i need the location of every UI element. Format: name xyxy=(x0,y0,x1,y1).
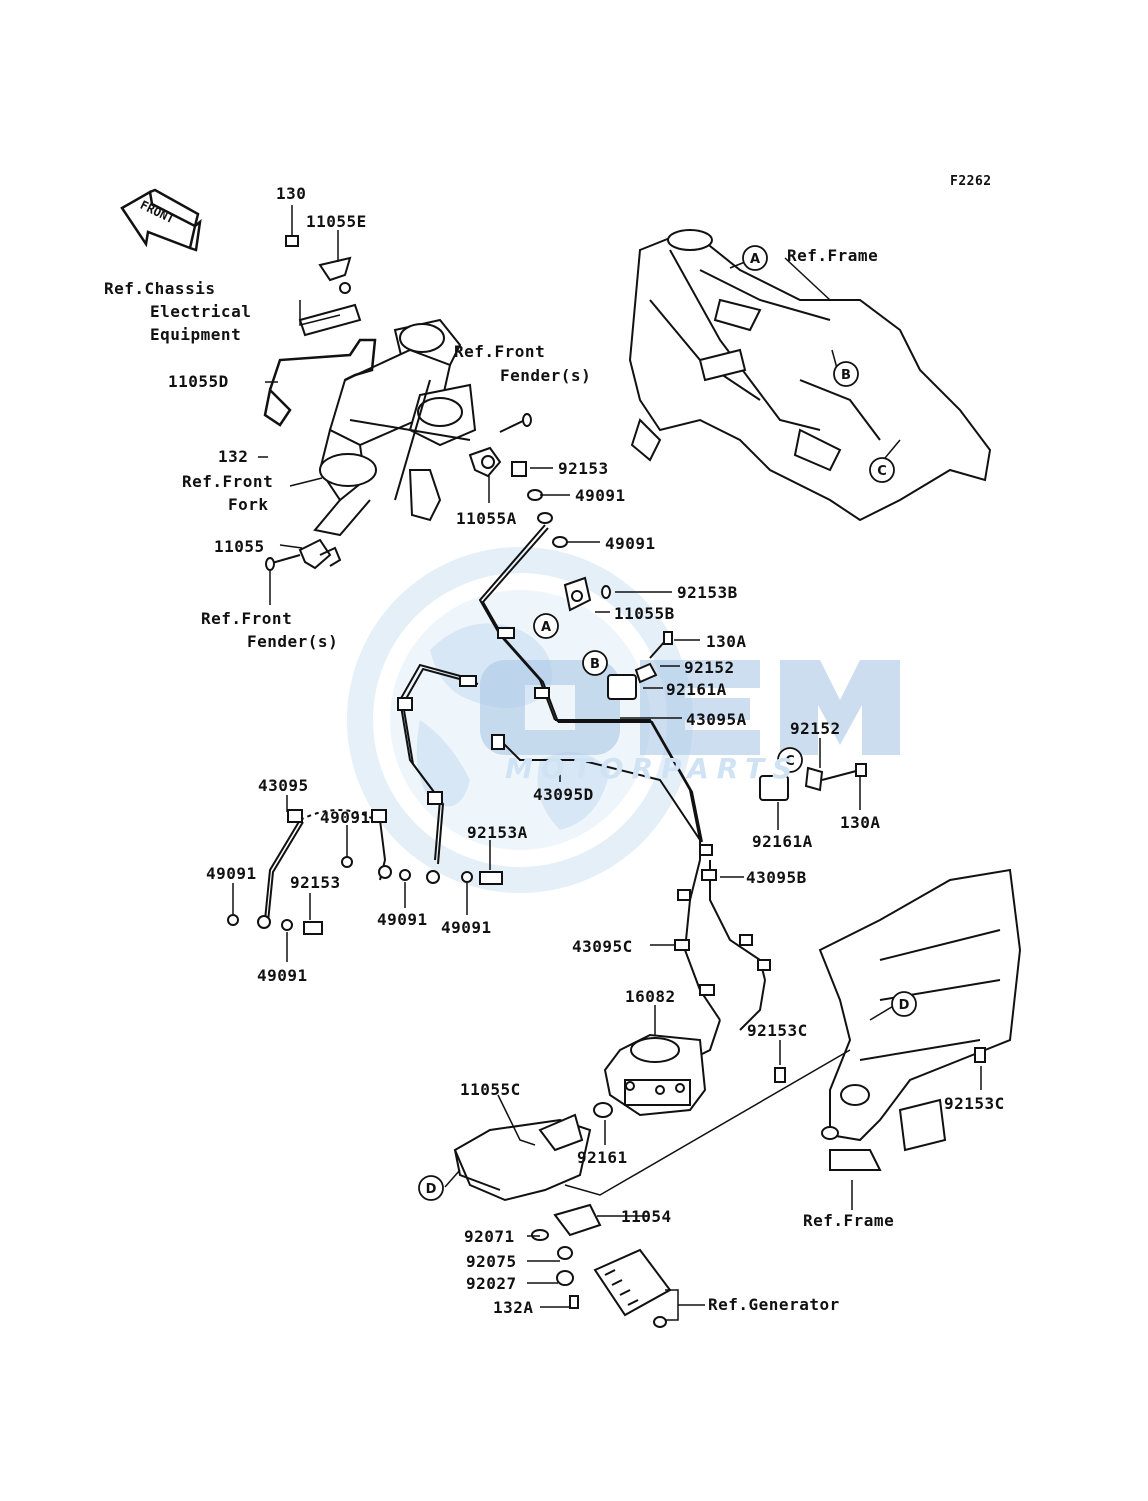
ref-front-fender-bot-line2: Fender(s) xyxy=(247,632,339,651)
part-label-11055E: 11055E xyxy=(306,212,367,231)
part-label-130A: 130A xyxy=(706,632,747,651)
ref-front-fender-top-line2: Fender(s) xyxy=(500,366,592,385)
part-label-92153A: 92153A xyxy=(467,823,528,842)
leader-lines xyxy=(232,205,982,1321)
ref-circle-a-clamp xyxy=(533,613,559,639)
washers-left-cluster xyxy=(227,856,503,935)
connector-b-group xyxy=(607,631,673,700)
part-label-130: 130 xyxy=(276,184,307,203)
ref-letter: D xyxy=(899,998,910,1013)
part-label-92153: 92153 xyxy=(558,459,609,478)
bracket-11055C xyxy=(453,1113,592,1202)
ref-circle-d-frame xyxy=(891,991,917,1017)
part-label-11055: 11055 xyxy=(214,537,265,556)
part-label-92027: 92027 xyxy=(466,1274,517,1293)
part-label-49091: 49091 xyxy=(206,864,257,883)
ref-letter: B xyxy=(841,368,851,383)
ref-frame-top-label: Ref.Frame xyxy=(787,246,879,265)
part-label-49091: 49091 xyxy=(320,808,371,827)
ref-letter: A xyxy=(541,620,551,635)
part-label-92152: 92152 xyxy=(790,719,841,738)
reference-circle-letters: A B C A B C D D xyxy=(426,252,910,1197)
front-fork-assembly xyxy=(313,318,477,537)
ref-circle-c-connector xyxy=(777,747,803,773)
part-label-11055A: 11055A xyxy=(456,509,517,528)
ref-letter: D xyxy=(426,1182,437,1197)
part-label-92161A: 92161A xyxy=(752,832,813,851)
ref-front-fork-line2: Fork xyxy=(228,495,269,514)
part-label-132A: 132A xyxy=(493,1298,534,1317)
ref-circle-d-bracket xyxy=(418,1175,444,1201)
ref-letter: C xyxy=(785,754,795,769)
part-label-92153C: 92153C xyxy=(747,1021,808,1040)
part-label-92152: 92152 xyxy=(684,658,735,677)
part-label-92071: 92071 xyxy=(464,1227,515,1246)
part-label-11055B: 11055B xyxy=(614,604,675,623)
ref-circle-b-connector xyxy=(582,650,608,676)
front-direction-arrow xyxy=(120,188,202,252)
part-label-11055C: 11055C xyxy=(460,1080,521,1099)
connector-c-group xyxy=(759,763,867,801)
ref-letter: B xyxy=(590,657,600,672)
bolt-130 xyxy=(285,235,299,247)
part-label-43095C: 43095C xyxy=(572,937,633,956)
watermark-logo xyxy=(480,660,900,755)
part-label-92075: 92075 xyxy=(466,1252,517,1271)
part-label-43095: 43095 xyxy=(258,776,309,795)
part-label-49091: 49091 xyxy=(605,534,656,553)
ref-chassis-label-line1: Ref.Chassis xyxy=(104,279,216,298)
bracket-11055E xyxy=(298,256,362,337)
part-label-49091: 49091 xyxy=(377,910,428,929)
ref-generator-label: Ref.Generator xyxy=(708,1295,840,1314)
clamp-11055A xyxy=(468,413,532,478)
part-label-11054: 11054 xyxy=(621,1207,672,1226)
part-label-92153B: 92153B xyxy=(677,583,738,602)
part-label-132: 132 xyxy=(218,447,249,466)
ref-circle-a-frame xyxy=(742,245,768,271)
part-label-11055D: 11055D xyxy=(168,372,229,391)
diagram-id: F2262 xyxy=(950,174,992,189)
part-label-43095A: 43095A xyxy=(686,710,747,729)
part-label-16082: 16082 xyxy=(625,987,676,1006)
abs-unit-16082 xyxy=(593,1033,707,1118)
reference-circles xyxy=(418,245,917,1201)
ref-chassis-label-line3: Equipment xyxy=(150,325,242,344)
bracket-11055 xyxy=(265,538,342,571)
frame-top-right xyxy=(628,228,992,522)
bracket-11055D xyxy=(263,338,377,427)
watermark-subtitle: MOTORPARTS xyxy=(505,752,801,785)
clamp-11055B xyxy=(563,576,611,612)
banjo-fittings-top xyxy=(511,461,568,548)
hose-fittings xyxy=(287,627,771,996)
part-label-130A: 130A xyxy=(840,813,881,832)
ref-letter: C xyxy=(877,464,887,479)
part-label-49091: 49091 xyxy=(257,966,308,985)
part-label-49091: 49091 xyxy=(575,486,626,505)
ref-front-fork-line1: Ref.Front xyxy=(182,472,274,491)
ref-chassis-label-line2: Electrical xyxy=(150,302,252,321)
part-label-43095B: 43095B xyxy=(746,868,807,887)
part-label-49091: 49091 xyxy=(441,918,492,937)
ref-circle-b-frame xyxy=(833,361,859,387)
part-label-43095D: 43095D xyxy=(533,785,594,804)
ref-frame-bottom-label: Ref.Frame xyxy=(803,1211,895,1230)
part-label-92161: 92161 xyxy=(577,1148,628,1167)
ref-circle-c-frame xyxy=(869,457,895,483)
ref-front-fender-top-line1: Ref.Front xyxy=(454,342,546,361)
ref-front-fender-bot-line1: Ref.Front xyxy=(201,609,293,628)
part-label-92153C: 92153C xyxy=(944,1094,1005,1113)
ref-letter: A xyxy=(750,252,760,267)
frame-bottom-right xyxy=(818,868,1022,1171)
part-label-92153: 92153 xyxy=(290,873,341,892)
bolts-92153C xyxy=(774,1047,986,1083)
part-label-92161A: 92161A xyxy=(666,680,727,699)
